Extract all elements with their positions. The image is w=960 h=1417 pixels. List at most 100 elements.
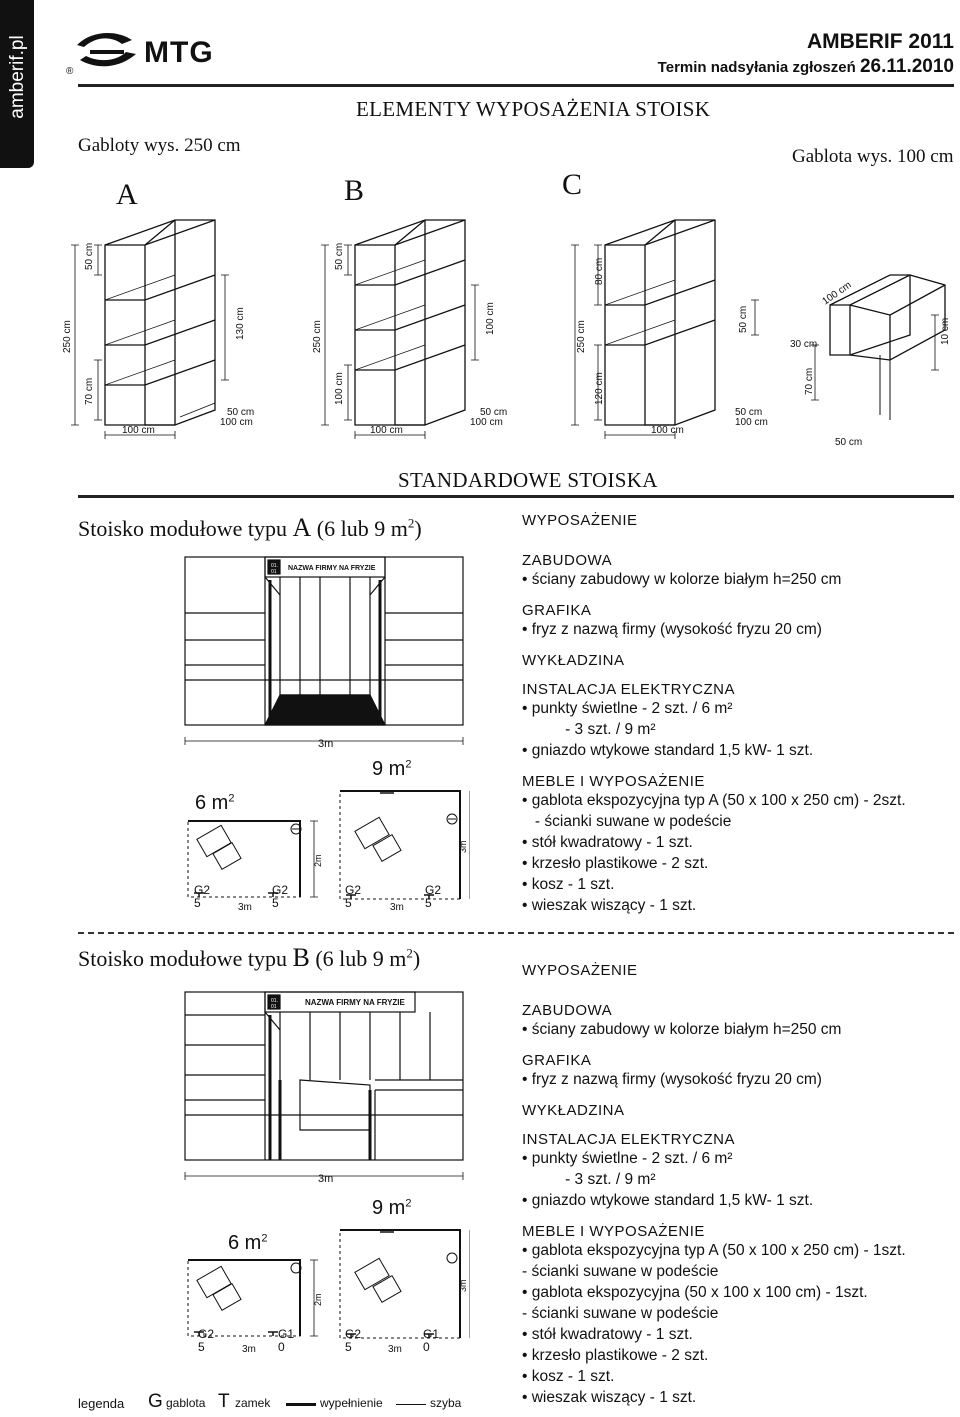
stand-b-front-view: 01. 01 NAZWA FIRMY NA FRYZIE <box>184 991 464 1161</box>
stand-a-letter: A <box>292 513 312 542</box>
stand-a-dim-3m-bottom-1: 3m <box>238 902 252 913</box>
stand-a-sup: 2 <box>407 515 415 531</box>
standB-equipment-line: • stół kwadratowy - 1 szt. <box>522 1326 693 1343</box>
stand-a-g-label-2: G2 <box>272 883 289 897</box>
standA-equipment-line: • wieszak wiszący - 1 szt. <box>522 897 697 914</box>
stand-b-area-6-text: 6 m <box>228 1232 262 1254</box>
stand-b-area-9-sup: 2 <box>405 1197 412 1210</box>
stand-a-area-6-text: 6 m <box>195 792 229 814</box>
standB-equipment-line: • wieszak wiszący - 1 szt. <box>522 1389 697 1406</box>
deadline: Termin nadsyłania zgłoszeń 26.11.2010 <box>658 56 954 78</box>
dim-a-width: 100 cm <box>122 425 155 436</box>
standA-equipment-line: • gablota ekspozycyjna typ A (50 x 100 x… <box>522 792 906 809</box>
standA-equipment-line: - 3 szt. / 9 m² <box>522 721 656 738</box>
stand-b-area-6-sup: 2 <box>261 1232 268 1245</box>
event-name: AMBERIF 2011 <box>806 30 954 53</box>
showcases-left-label: Gabloty wys. 250 cm <box>78 135 241 156</box>
legend-t-text: zamek <box>235 1396 271 1410</box>
stand-b-area-9: 9 m2 <box>372 1197 411 1220</box>
stand-a-g-sub-2: 5 <box>272 896 279 910</box>
legend-label: legenda <box>78 1396 125 1411</box>
stand-b-frieze: NAZWA FIRMY NA FRYZIE <box>305 998 406 1007</box>
dim-a-depth2: 100 cm <box>220 417 253 428</box>
dim-c-depth2: 100 cm <box>735 417 768 428</box>
stand-b-title-suffix: (6 lub 9 m <box>315 946 407 971</box>
dim-s-right: 10 cm <box>940 318 951 345</box>
dim-c-base: 120 cm <box>594 372 605 405</box>
stand-a-dim-3m-side: 3m <box>458 840 468 853</box>
stand-a-frieze-num2: 01 <box>271 569 277 575</box>
dim-s-left: 50 cm <box>738 306 749 333</box>
stand-a-g-sub-3: 5 <box>345 896 352 910</box>
dim-c-width: 100 cm <box>651 425 684 436</box>
standA-equipment-line: - ścianki suwane w podeście <box>522 813 732 830</box>
dim-b-top: 50 cm <box>334 243 345 270</box>
standB-equipment-line: • gablota ekspozycyjna typ A (50 x 100 x… <box>522 1242 906 1259</box>
standB-section-title: MEBLE I WYPOSAŻENIE <box>522 1223 705 1240</box>
dim-b-mid: 100 cm <box>485 302 496 335</box>
logo-text: MTG <box>144 36 214 69</box>
standA-section-title: WYKŁADZINA <box>522 652 625 669</box>
dim-b-depth: 50 cm <box>480 407 507 418</box>
header-rule <box>78 84 954 87</box>
standA-section-title: INSTALACJA ELEKTRYCZNA <box>522 681 736 698</box>
dim-s-base: 70 cm <box>804 368 815 395</box>
logo: ® MTG <box>66 30 222 77</box>
stand-b-g-sub-2: 0 <box>278 1340 285 1354</box>
standA-equipment-line: • punkty świetlne - 2 szt. / 6 m² <box>522 700 733 717</box>
dim-a-height: 250 cm <box>62 320 73 353</box>
stand-b-sup: 2 <box>406 945 413 961</box>
stand-b-g-sub-3: 5 <box>345 1340 352 1354</box>
stand-a-front-view: 01. 01 NAZWA FIRMY NA FRYZIE <box>184 556 464 726</box>
stand-b-title-prefix: Stoisko modułowe typu <box>78 946 288 971</box>
showcase-letter-c: C <box>562 168 583 201</box>
standB-section-title: WYKŁADZINA <box>522 1102 625 1119</box>
stand-a-dim-2m: 2m <box>313 854 323 867</box>
stand-b-plan-views: 3m 2m 3m <box>184 1172 470 1339</box>
page-title: ELEMENTY WYPOSAŻENIA STOISK <box>356 97 711 121</box>
legend-glass-text: szyba <box>430 1396 462 1410</box>
legend-fill-line <box>286 1403 316 1406</box>
stand-a-area-9-text: 9 m <box>372 758 406 780</box>
dim-c-depth: 50 cm <box>735 407 762 418</box>
stand-a-area-6-sup: 2 <box>228 792 235 805</box>
standB-section-title: INSTALACJA ELEKTRYCZNA <box>522 1131 736 1148</box>
stand-b-frieze-num2: 01 <box>271 1004 277 1010</box>
stand-a-title-suffix: (6 lub 9 m <box>316 516 408 541</box>
stand-b-dim-3m-top: 3m <box>318 1173 333 1185</box>
side-tab: amberif.pl <box>0 0 34 168</box>
stand-a-equipment-heading: WYPOSAŻENIE <box>522 512 638 529</box>
standB-equipment-line: • fryz z nazwą firmy (wysokość fryzu 20 … <box>522 1071 822 1088</box>
section-separator <box>78 932 954 934</box>
standA-equipment-line: • gniazdo wtykowe standard 1,5 kW- 1 szt… <box>522 742 814 759</box>
showcase-letter-a: A <box>116 178 138 211</box>
standA-equipment-line: • ściany zabudowy w kolorze białym h=250… <box>522 571 842 588</box>
standB-equipment-line: • ściany zabudowy w kolorze białym h=250… <box>522 1021 842 1038</box>
standB-equipment-line: • gniazdo wtykowe standard 1,5 kW- 1 szt… <box>522 1192 814 1209</box>
stand-a-g-label-4: G2 <box>425 883 442 897</box>
stand-b-frieze-num1: 01. <box>271 998 278 1004</box>
stand-b-g-sub-1: 5 <box>198 1340 205 1354</box>
stand-a-g-label-1: G2 <box>194 883 211 897</box>
stand-a-area-9-sup: 2 <box>405 758 412 771</box>
standA-section-title: GRAFIKA <box>522 602 592 619</box>
stand-a-frieze-num1: 01. <box>271 563 278 569</box>
cabinet-c <box>604 219 716 426</box>
dim-s-width: 100 cm <box>820 280 853 308</box>
stand-b-g-sub-4: 0 <box>423 1340 430 1354</box>
standA-equipment-line: • krzesło plastikowe - 2 szt. <box>522 855 709 872</box>
stand-b-g-label-3: G2 <box>345 1327 362 1341</box>
standB-equipment-line: • kosz - 1 szt. <box>522 1368 615 1385</box>
standA-equipment-line: • stół kwadratowy - 1 szt. <box>522 834 693 851</box>
dimension-lines <box>71 244 939 439</box>
stand-b-g-label-1: G2 <box>198 1327 215 1341</box>
standB-equipment-line: • punkty świetlne - 2 szt. / 6 m² <box>522 1150 733 1167</box>
dim-s-depth: 30 cm <box>790 339 817 350</box>
stand-b-dim-3m-side: 3m <box>458 1279 468 1292</box>
showcase-letter-b: B <box>344 174 365 207</box>
stand-b-area-9-text: 9 m <box>372 1197 406 1219</box>
legend-glass-line <box>396 1404 426 1405</box>
